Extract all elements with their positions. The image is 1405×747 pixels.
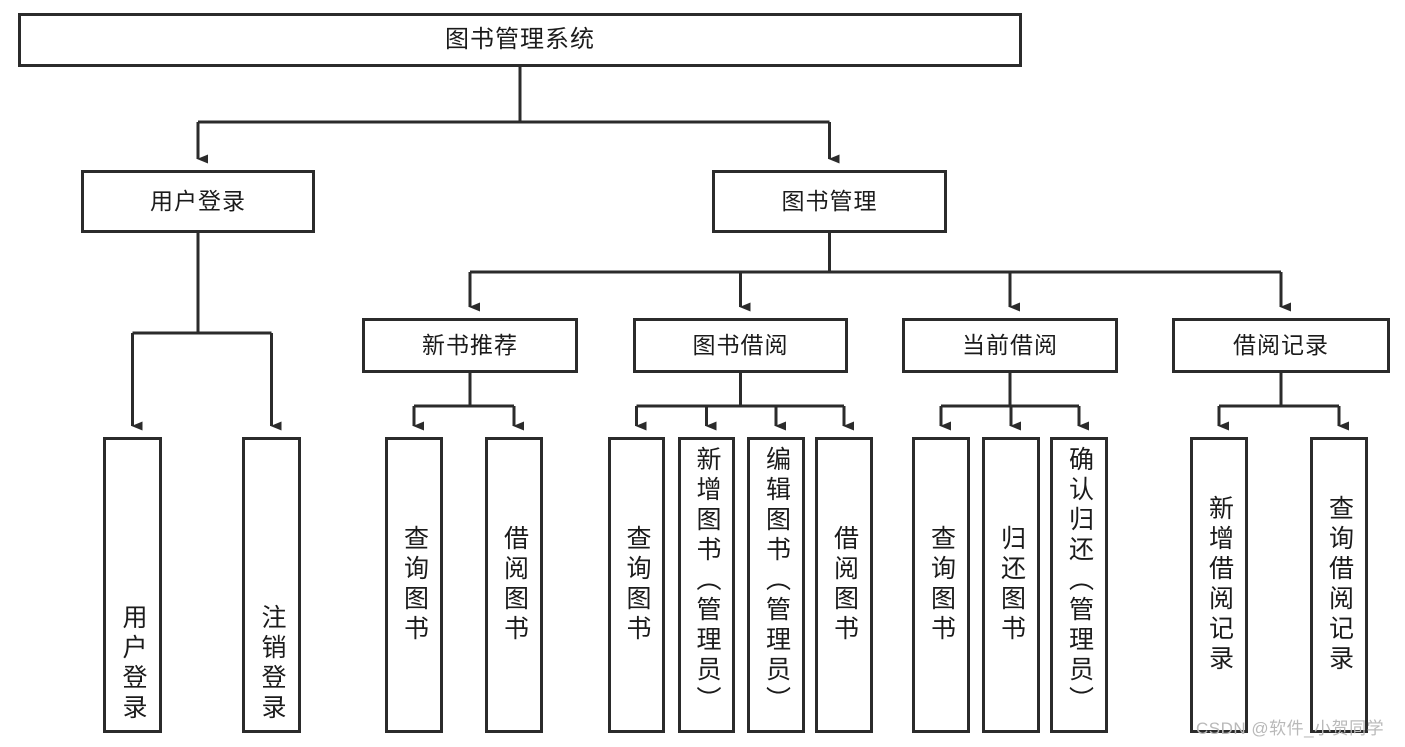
node-leaf-query-book-rec[interactable]: 查询图书 xyxy=(385,437,443,733)
node-label: 借阅图书 xyxy=(500,525,529,645)
node-label: 新增图书（管理员） xyxy=(693,446,721,716)
node-label: 用户登录 xyxy=(150,188,246,215)
node-leaf-logout[interactable]: 注销登录 xyxy=(242,437,301,733)
node-leaf-confirm-return[interactable]: 确认归还（管理员） xyxy=(1050,437,1108,733)
node-user-login[interactable]: 用户登录 xyxy=(81,170,315,233)
node-leaf-user-login[interactable]: 用户登录 xyxy=(103,437,162,733)
node-new-book-rec[interactable]: 新书推荐 xyxy=(362,318,578,373)
node-borrow-record[interactable]: 借阅记录 xyxy=(1172,318,1390,373)
node-label: 注销登录 xyxy=(258,604,286,724)
node-label: 查询图书 xyxy=(623,525,651,645)
node-leaf-edit-book[interactable]: 编辑图书（管理员） xyxy=(747,437,805,733)
node-label: 借阅图书 xyxy=(830,525,859,645)
node-label: 图书管理 xyxy=(781,188,878,215)
node-book-manage[interactable]: 图书管理 xyxy=(712,170,947,233)
node-label: 图书借阅 xyxy=(692,332,789,359)
node-leaf-query-book-borrow[interactable]: 查询图书 xyxy=(608,437,665,733)
node-leaf-borrow-book[interactable]: 借阅图书 xyxy=(815,437,873,733)
node-label: 当前借阅 xyxy=(962,332,1058,359)
node-leaf-add-book[interactable]: 新增图书（管理员） xyxy=(678,437,735,733)
node-label: 新增借阅记录 xyxy=(1205,495,1234,675)
node-label: 编辑图书（管理员） xyxy=(762,446,791,716)
node-label: 查询图书 xyxy=(400,525,429,645)
node-book-borrow[interactable]: 图书借阅 xyxy=(633,318,848,373)
node-label: 借阅记录 xyxy=(1233,332,1329,359)
node-label: 查询借阅记录 xyxy=(1325,495,1354,675)
node-label: 新书推荐 xyxy=(422,332,518,359)
node-leaf-query-book-cur[interactable]: 查询图书 xyxy=(912,437,970,733)
node-leaf-return-book[interactable]: 归还图书 xyxy=(982,437,1040,733)
node-label: 确认归还（管理员） xyxy=(1065,446,1094,716)
node-current-borrow[interactable]: 当前借阅 xyxy=(902,318,1118,373)
node-leaf-borrow-book-rec[interactable]: 借阅图书 xyxy=(485,437,543,733)
node-label: 查询图书 xyxy=(927,525,956,645)
node-label: 归还图书 xyxy=(997,525,1026,645)
node-root[interactable]: 图书管理系统 xyxy=(18,13,1022,67)
node-label: 图书管理系统 xyxy=(445,26,595,53)
node-label: 用户登录 xyxy=(119,604,147,724)
node-leaf-add-record[interactable]: 新增借阅记录 xyxy=(1190,437,1248,733)
node-leaf-query-record[interactable]: 查询借阅记录 xyxy=(1310,437,1368,733)
csdn-watermark: CSDN @软件_小贺同学 xyxy=(1196,719,1385,738)
